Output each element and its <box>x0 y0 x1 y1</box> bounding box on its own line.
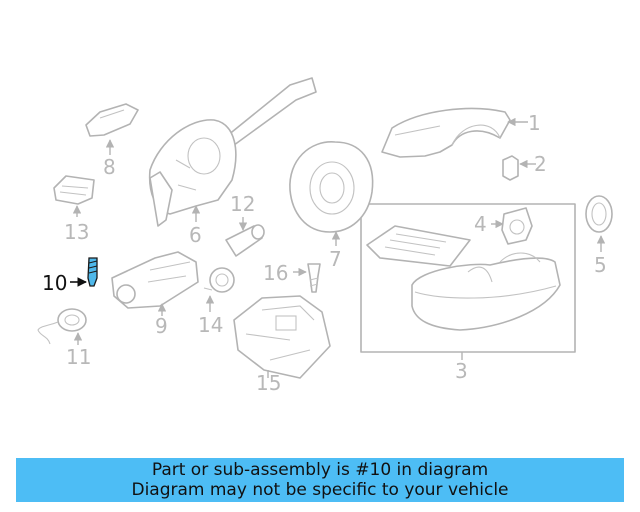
part-16-screw: 16 <box>263 261 321 293</box>
callout-11: 11 <box>66 345 91 369</box>
part-7-clock-spring: 7 <box>289 141 374 271</box>
callout-14: 14 <box>198 313 223 337</box>
part-5-ring-clip: 5 <box>585 195 613 277</box>
part-11-antenna-coil: 11 <box>37 308 91 369</box>
part-info-banner: Part or sub-assembly is #10 in diagram D… <box>16 458 624 502</box>
part-12-lock-cylinder: 12 <box>225 192 265 257</box>
part-9-lock-housing: 9 <box>111 251 199 338</box>
part-13-module: 13 <box>53 175 95 244</box>
callout-16: 16 <box>263 261 288 285</box>
callout-2: 2 <box>534 152 547 176</box>
banner-line-1: Part or sub-assembly is #10 in diagram <box>151 460 489 480</box>
callout-5: 5 <box>594 253 607 277</box>
callout-13: 13 <box>64 220 89 244</box>
callout-12: 12 <box>230 192 255 216</box>
part-2-clip: 2 <box>502 152 547 181</box>
part-4-lock-ring: 4 <box>474 207 533 245</box>
callout-6: 6 <box>189 223 202 247</box>
callout-7: 7 <box>329 247 342 271</box>
callout-1: 1 <box>528 111 541 135</box>
callout-8: 8 <box>103 155 116 179</box>
part-10-bolt-highlighted: 10 <box>42 257 98 295</box>
part-1-upper-cover: 1 <box>381 107 541 158</box>
parts-diagram: 1 2 3 4 5 <box>37 77 613 395</box>
part-15-switch-body: 15 <box>233 295 331 395</box>
part-14-ring: 14 <box>198 267 235 337</box>
part-6-combination-switch: 6 <box>148 77 317 247</box>
callout-4: 4 <box>474 212 487 236</box>
callout-15: 15 <box>256 371 281 395</box>
part-3-lower-cover-assembly: 3 <box>360 203 576 383</box>
callout-9: 9 <box>155 314 168 338</box>
callout-3: 3 <box>455 359 468 383</box>
banner-line-2: Diagram may not be specific to your vehi… <box>131 480 509 500</box>
part-8-bracket: 8 <box>85 103 139 179</box>
callout-10: 10 <box>42 271 67 295</box>
